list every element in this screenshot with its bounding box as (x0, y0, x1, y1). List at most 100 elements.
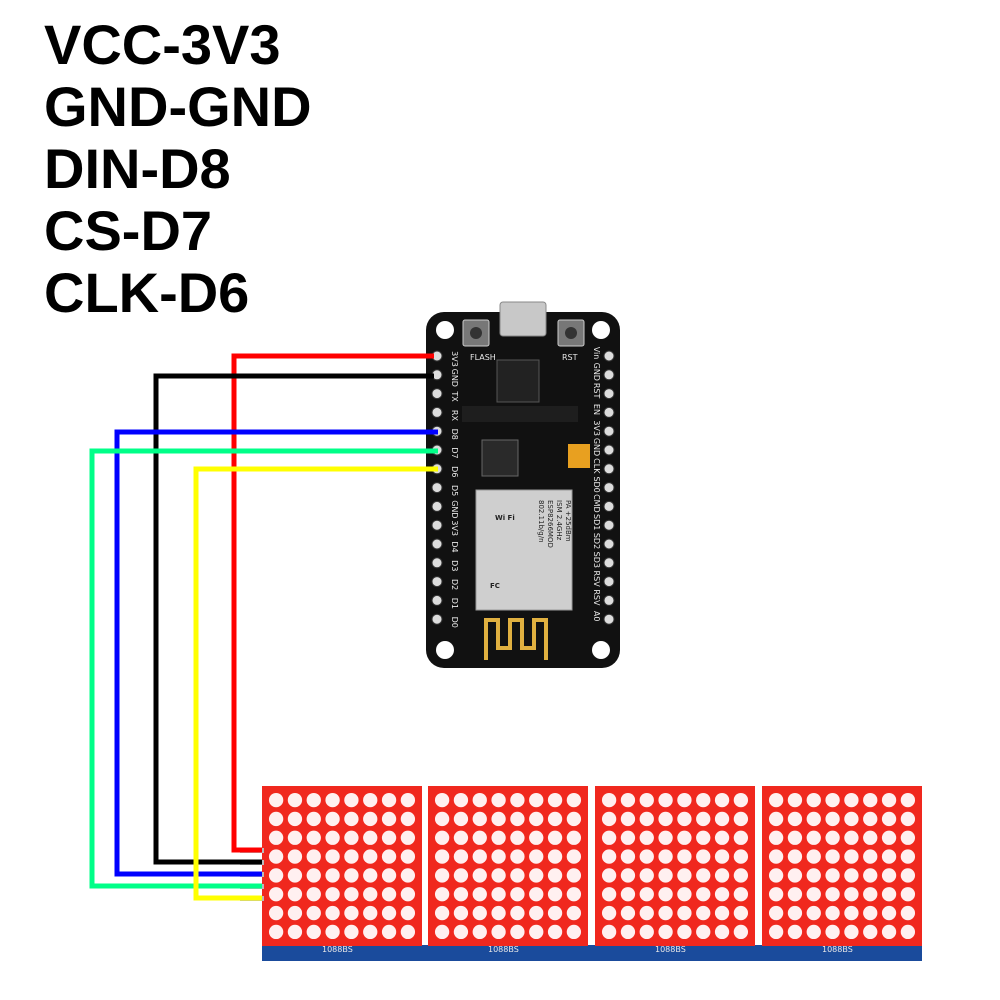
led-dot (787, 811, 803, 827)
led-dot (529, 849, 544, 864)
led-dot (601, 849, 617, 864)
led-dot (806, 924, 821, 940)
led-dot (529, 830, 544, 845)
led-dot (620, 849, 636, 864)
led-dot (900, 868, 916, 883)
led-dot (381, 849, 397, 864)
led-dot (825, 887, 840, 902)
led-dot (472, 792, 487, 808)
led-dot (768, 887, 784, 902)
led-dot (714, 868, 730, 883)
led-dot (344, 924, 359, 940)
led-dot (733, 868, 749, 883)
led-dot (306, 905, 321, 921)
led-dot (268, 830, 284, 845)
led-dot (287, 849, 303, 864)
led-dot (287, 924, 303, 940)
led-dot (363, 849, 378, 864)
led-dot (677, 811, 692, 827)
led-dot (453, 830, 469, 845)
header-pin (603, 463, 615, 475)
led-dot (620, 792, 636, 808)
pin-label: D3 (450, 560, 459, 571)
led-dot (566, 887, 582, 902)
led-dot (806, 830, 821, 845)
matrix-body (262, 786, 422, 946)
led-dot (566, 849, 582, 864)
led-dot (547, 868, 563, 883)
led-dot (696, 905, 711, 921)
usb-chip (496, 359, 540, 403)
led-dot (381, 811, 397, 827)
led-dot (696, 868, 711, 883)
led-dot (547, 811, 563, 827)
led-dot (325, 905, 340, 921)
led-dot (844, 887, 859, 902)
led-dot (325, 868, 340, 883)
led-dot (268, 792, 284, 808)
led-dot (677, 830, 692, 845)
wire-clk (193, 466, 438, 901)
led-dot (900, 830, 916, 845)
led-dot (714, 830, 730, 845)
led-dot (434, 924, 450, 940)
led-dot (344, 811, 359, 827)
led-dot (806, 887, 821, 902)
led-dot (363, 792, 378, 808)
rst-label: RST (562, 353, 578, 362)
led-dot (547, 905, 563, 921)
led-dot (881, 905, 897, 921)
led-dot (658, 868, 673, 883)
led-dot (733, 830, 749, 845)
header-pin (603, 557, 615, 569)
led-dot (453, 792, 469, 808)
legend-din: DIN-D8 (44, 137, 231, 200)
led-dot (363, 830, 378, 845)
pin-label: GND (450, 369, 459, 387)
led-dot (434, 849, 450, 864)
led-dot (881, 811, 897, 827)
led-dot (677, 905, 692, 921)
svg-text:802.11b/g/n: 802.11b/g/n (537, 500, 545, 543)
led-dot (491, 868, 506, 883)
led-dot (601, 887, 617, 902)
led-dot (825, 792, 840, 808)
led-dot (453, 924, 469, 940)
led-dot (400, 924, 416, 940)
wire-vcc (231, 353, 434, 853)
led-dot (491, 924, 506, 940)
pin-label: D0 (450, 617, 459, 628)
pin-label: RSV (592, 571, 601, 588)
led-dot (714, 811, 730, 827)
matrix-body (762, 786, 922, 946)
led-dot (620, 811, 636, 827)
header-pin (603, 613, 615, 625)
led-dot (306, 830, 321, 845)
led-dot (844, 811, 859, 827)
pin-label: D7 (450, 447, 459, 458)
led-dot (472, 887, 487, 902)
fc-logo: FC (490, 582, 500, 590)
connection-legend: VCC-3V3 GND-GND DIN-D8 CS-D7 CLK-D6 (44, 14, 312, 324)
led-dot (287, 868, 303, 883)
led-dot (714, 887, 730, 902)
led-dot (806, 868, 821, 883)
pin-label: D5 (450, 485, 459, 496)
header-pin (603, 500, 615, 512)
module-label: 1088BS (822, 945, 853, 954)
led-dot (400, 792, 416, 808)
led-dot (547, 830, 563, 845)
pin-label: D2 (450, 579, 459, 590)
header-pin (603, 594, 615, 606)
led-dot (268, 924, 284, 940)
led-dot (733, 924, 749, 940)
led-dot (306, 924, 321, 940)
led-dot (344, 887, 359, 902)
led-dot (639, 811, 654, 827)
led-dot (768, 830, 784, 845)
led-dot (491, 887, 506, 902)
regulator (481, 439, 519, 477)
svg-text:PA +25dBm: PA +25dBm (564, 500, 572, 542)
pin-label: CMD (592, 494, 601, 513)
led-dot (510, 924, 525, 940)
